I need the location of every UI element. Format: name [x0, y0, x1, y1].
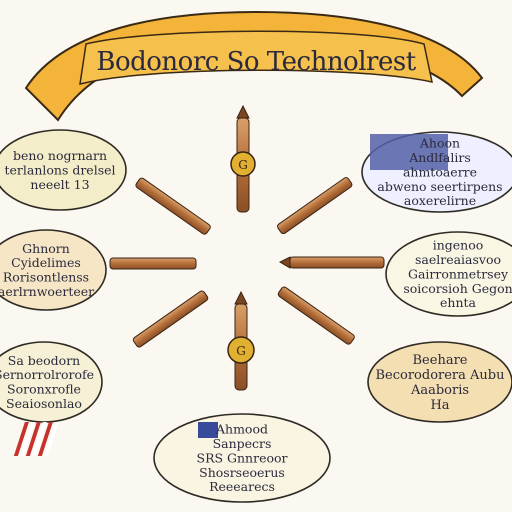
node-text-line: saelreaiasvoo: [415, 252, 501, 267]
node-text-line: abweno seertirpens: [377, 179, 502, 194]
hub-badge-bottom: [227, 336, 255, 364]
node-text-line: Ghnorn: [22, 241, 70, 256]
pen-top: G: [230, 104, 256, 213]
title-banner: Bodonorc So Technolrest: [24, 10, 484, 122]
pen-bottom: G: [227, 290, 255, 391]
node-text-line: neeelt 13: [30, 177, 89, 192]
node-ellipse: [0, 129, 127, 211]
node-text-line: Shosrseoerus: [199, 465, 285, 480]
node-ellipse: [367, 341, 512, 423]
node-text-line: Reeearecs: [209, 479, 275, 494]
node-text-line: Andlfalirs: [408, 150, 471, 165]
node-text-line: Ahoon: [419, 136, 460, 151]
node-text-line: Cyidelimes: [11, 255, 81, 270]
node-text-line: aoxerelirne: [404, 193, 476, 208]
flag-stripe: [37, 422, 53, 456]
pen-left: [109, 257, 197, 270]
node-text-line: soicorsioh Gegon: [403, 281, 512, 296]
node-text-line: Ha: [430, 398, 449, 413]
pen-right: [278, 256, 385, 269]
flag-stripe: [43, 422, 59, 456]
hub-badge-bottom-label: G: [236, 344, 246, 358]
node-text-line: Sa beodorn: [8, 353, 80, 368]
node-text-line: ehnta: [440, 295, 477, 310]
pen-upper-right: [277, 177, 353, 235]
banner-plate: [79, 30, 433, 86]
node-ellipse: [0, 229, 107, 311]
pen-upper-left: [135, 177, 211, 235]
node-text-line: Rorisontlenss: [3, 270, 89, 285]
node-middle-right: ingenoosaelreaiasvooGairronmetrseysoicor…: [385, 231, 512, 317]
pen-lower-right: [277, 286, 355, 345]
node-text-line: ahmtoaerre: [403, 164, 477, 179]
pen-group: G G: [109, 104, 385, 391]
node-text-line: Seaiosonlao: [6, 396, 82, 411]
node-text-line: Ahmood: [215, 422, 268, 437]
node-bottom-left: Sa beodornSernorrolrorofeSoronxrofleSeai…: [0, 341, 103, 423]
pen-lower-left: [132, 290, 209, 348]
flag-stripe: [19, 422, 35, 456]
node-text-line: beno nogrnarn: [13, 148, 107, 163]
node-text-line: Sanpecrs: [213, 436, 272, 451]
node-text-line: ingenoo: [433, 238, 484, 253]
node-text-line: terlanlons drelsel: [4, 162, 115, 177]
flag-canton: [198, 422, 218, 438]
node-text-line: Sernorrolrorofe: [0, 367, 94, 382]
node-text-line: Aaaboris: [410, 383, 469, 398]
node-text-line: Soronxrofle: [7, 382, 81, 397]
node-text-line: Beehare: [413, 353, 468, 368]
node-middle-left: GhnornCyidelimesRorisontlenssaerlrnwoert…: [0, 229, 107, 311]
node-text-line: Becorodorera Aubu: [375, 368, 504, 383]
flag-stripe: [25, 422, 41, 456]
node-text-line: Gairronmetrsey: [408, 266, 509, 281]
node-text-line: SRS Gnnreoor: [197, 450, 288, 465]
hub-badge-top-label: G: [238, 158, 248, 172]
node-text-line: aerlrnwoerteer: [0, 284, 94, 299]
node-ellipse: [385, 231, 512, 317]
flag-stripe: [13, 422, 29, 456]
flag-patch: [370, 134, 448, 170]
hub-badge-top: [230, 151, 256, 177]
banner-title: Bodonorc So Technolrest: [96, 47, 416, 77]
flag-stripe: [31, 422, 47, 456]
